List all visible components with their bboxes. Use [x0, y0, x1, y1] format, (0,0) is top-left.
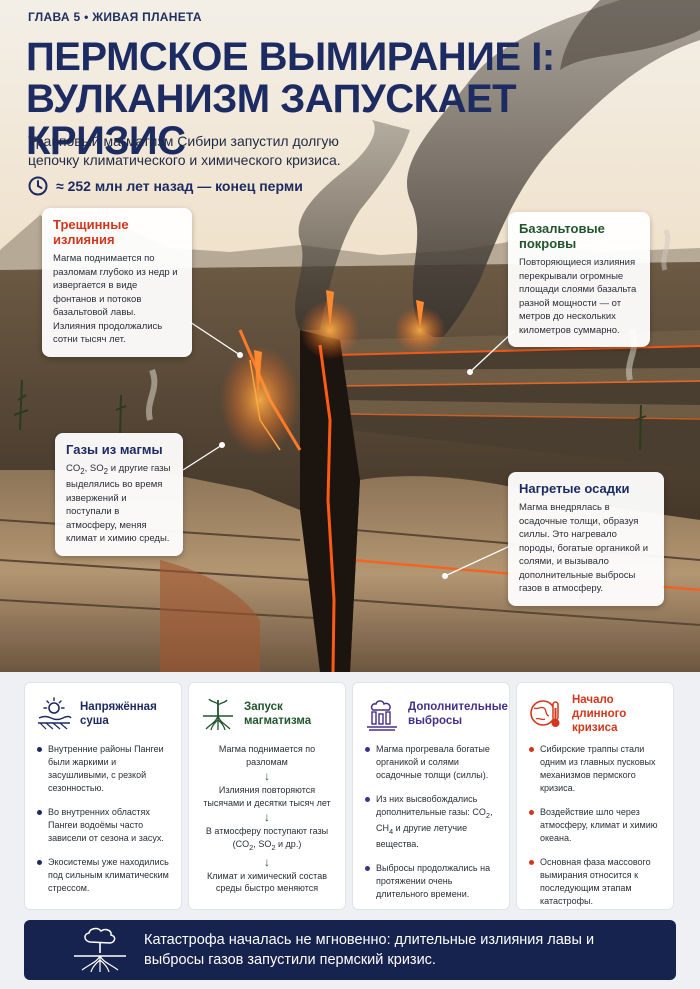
- list-item: Сибирские траппы стали одним из главных …: [528, 743, 662, 795]
- callout-text: Магма внедрялась в осадочные толщи, обра…: [519, 502, 649, 594]
- panel-title: Напряжённая суша: [80, 701, 157, 727]
- volcano-cloud-icon: [74, 927, 126, 973]
- callout-basalt-sheets: Базальтовые покровы Повторяющиеся излиян…: [508, 212, 650, 347]
- list-item: Из них высвобождались дополнительные газ…: [364, 793, 498, 851]
- era-label: ≈ 252 млн лет назад — конец перми: [28, 176, 303, 196]
- list-item: Во внутренних областях Пангеи водоёмы ча…: [36, 806, 170, 845]
- flow-step: Климат и химический состав среды быстро …: [206, 870, 327, 894]
- flow-step: Магма поднимается по разломам: [218, 744, 316, 767]
- list-item: Экосистемы уже находились под сильным кл…: [36, 856, 170, 895]
- panel-list: Магма прогревала богатые органикой и сол…: [364, 743, 498, 901]
- flow-arrow: ↓: [264, 810, 270, 824]
- panel-list: Внутренние районы Пангеи были жаркими и …: [36, 743, 170, 895]
- panel-magmatism-launch: Запуск магматизма Магма поднимается по р…: [188, 682, 346, 910]
- process-flow: Магма поднимается по разломам ↓ Излияния…: [200, 743, 334, 895]
- conclusion-banner: Катастрофа началась не мгновенно: длител…: [24, 920, 676, 980]
- roots-icon: [203, 698, 233, 731]
- callout-text: Магма поднимается по разломам глубоко из…: [53, 253, 178, 345]
- panel-list: Сибирские траппы стали одним из главных …: [528, 743, 662, 908]
- list-item: Выбросы продолжались на протяжении очень…: [364, 862, 498, 901]
- panel-title: Запуск магматизма: [244, 701, 312, 727]
- thermometer-globe-icon: [530, 700, 560, 727]
- callout-magma-gases: Газы из магмы CO2, SO2 и другие газы выд…: [55, 433, 183, 556]
- list-item: Магма прогревала богатые органикой и сол…: [364, 743, 498, 782]
- page-subtitle: Трапповый магматизм Сибири запустил долг…: [28, 133, 341, 168]
- callout-fissure-eruptions: Трещинные излияния Магма поднимается по …: [42, 208, 192, 357]
- flow-step: В атмосферу поступают газы (CO2, SO2 и д…: [205, 826, 329, 852]
- panel-long-crisis: Начало длинного кризиса Сибирские траппы…: [516, 682, 674, 910]
- flow-step: Излияния повторяются тысячами и десятки …: [203, 785, 331, 808]
- sun-land-icon: [38, 697, 72, 730]
- list-item: Основная фаза массового вымирания относи…: [528, 856, 662, 908]
- panel-title: Начало длинного кризиса: [572, 694, 627, 734]
- chapter-label: ГЛАВА 5 • ЖИВАЯ ПЛАНЕТА: [28, 10, 202, 24]
- callout-title: Нагретые осадки: [519, 481, 630, 496]
- banner-text: Катастрофа началась не мгновенно: длител…: [144, 932, 595, 968]
- list-item: Внутренние районы Пангеи были жаркими и …: [36, 743, 170, 795]
- callout-text: CO2, SO2 и другие газы выделялись во вре…: [66, 463, 171, 545]
- callout-title: Газы из магмы: [66, 442, 163, 457]
- panel-stressed-land: Напряжённая суша Внутренние районы Панге…: [24, 682, 182, 910]
- callout-heated-sediments: Нагретые осадки Магма внедрялась в осадо…: [508, 472, 664, 606]
- list-item: Воздействие шло через атмосферу, климат …: [528, 806, 662, 845]
- callout-title: Базальтовые покровы: [519, 221, 605, 251]
- flow-arrow: ↓: [264, 769, 270, 783]
- info-panels: Напряжённая суша Внутренние районы Панге…: [24, 682, 676, 910]
- panel-additional-emissions: Дополнительные выбросы Магма прогревала …: [352, 682, 510, 910]
- panel-title: Дополнительные выбросы: [408, 701, 508, 727]
- factory-smoke-icon: [367, 700, 397, 731]
- callout-title: Трещинные излияния: [53, 217, 129, 247]
- callout-text: Повторяющиеся излияния перекрывали огром…: [519, 257, 637, 336]
- clock-icon: [28, 176, 48, 196]
- flow-arrow: ↓: [264, 854, 270, 869]
- era-text: ≈ 252 млн лет назад — конец перми: [56, 178, 303, 194]
- page-title: ПЕРМСКОЕ ВЫМИРАНИЕ I: ВУЛКАНИЗМ ЗАПУСКАЕ…: [26, 35, 555, 163]
